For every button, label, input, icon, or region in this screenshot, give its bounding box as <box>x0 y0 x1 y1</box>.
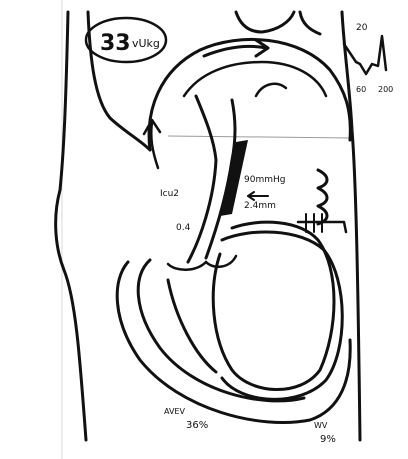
lower-right-value: 9% <box>320 434 336 445</box>
lower-right-label: WV <box>314 421 328 430</box>
ventricle-outer-wall <box>222 232 342 399</box>
lower-left-value: 36% <box>186 420 208 431</box>
orifice-label: 0.4 <box>176 223 191 233</box>
left-vessel-wall-outer <box>56 12 86 440</box>
pressure-right-value: 200 <box>378 85 393 94</box>
length-label: 2.4mm <box>244 201 276 211</box>
velocity-unit: vUkg <box>132 37 160 50</box>
lower-left-label: AVEV <box>164 407 185 416</box>
outflow-tube-bottom <box>168 262 206 270</box>
heart-outer-wall <box>117 262 350 423</box>
aortic-root-curve <box>256 84 286 96</box>
orifice-lip <box>206 256 236 267</box>
gradient-label: 90mmHg <box>244 175 285 185</box>
pressure-left-value: 60 <box>356 85 366 94</box>
guide-line-horizontal <box>168 136 352 138</box>
aortic-arch-inner <box>184 62 326 96</box>
velocity-value: 33 <box>100 31 131 56</box>
aortic-arch-outer <box>149 39 350 150</box>
septum-lower-wall <box>168 280 216 372</box>
great-vessel-top-right <box>300 12 320 34</box>
pressure-top-value: 20 <box>356 23 368 33</box>
ventricle-inner-wall <box>213 222 334 389</box>
pressure-trace <box>344 36 386 74</box>
heart-middle-wall <box>138 260 304 401</box>
great-vessel-top-left <box>236 12 294 32</box>
outflow-label: Icu2 <box>160 189 179 199</box>
